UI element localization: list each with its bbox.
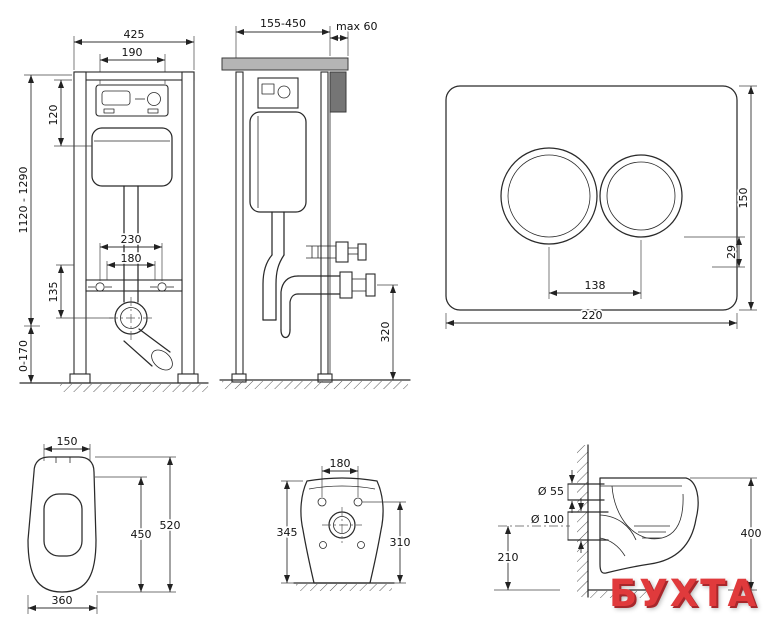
frame-structure-side [231,71,333,383]
frame-structure [69,71,199,384]
dim-bowl-depth: 520 [160,519,181,532]
fixation-bolts [88,282,174,292]
flush-plate-view: 150 29 138 220 [445,85,757,329]
dim-wall-max: max 60 [336,20,377,33]
flush-plate-body [445,85,738,311]
dim-frame-depth-range: 155-450 [260,17,306,30]
floor-side [219,379,411,389]
floor-front [19,382,209,392]
bowl-top-view: 150 450 520 360 [27,433,182,614]
bowl-profile [599,477,699,574]
bowl-top-outline [27,456,97,593]
dim-outlet-height-side: 320 [379,322,392,343]
dim-frame-depth-top: 120 [47,105,60,126]
dim-bowl-width: 360 [52,594,73,607]
inspection-box [95,84,169,117]
dim-frame-width-total: 425 [124,28,145,41]
drain-socket [109,297,173,371]
inlet-pipe [567,483,605,501]
dim-rear-height-right: 310 [390,536,411,549]
bowl-side-view: Ø 55 Ø 100 210 400 [494,444,763,598]
dim-frame-foot-adjust: 0-170 [17,340,30,372]
cistern-front [91,127,173,187]
dim-inlet-diameter: Ø 55 [538,485,564,498]
frame-front-view: 425 190 [15,26,209,392]
dim-frame-bolt-spacing: 230 [121,233,142,246]
floor-installed [587,589,651,598]
dim-outlet-diameter: Ø 100 [531,513,564,526]
dim-side-outlet-height: 210 [498,551,519,564]
mounting-slab [221,57,349,71]
dim-frame-pipe-spacing: 180 [121,252,142,265]
dim-side-total-height: 400 [741,527,762,540]
dim-plate-button-offset: 29 [725,245,738,259]
dim-bowl-front-width: 150 [57,435,78,448]
dim-plate-button-spacing: 138 [585,279,606,292]
waste-pipe [280,271,376,339]
flush-pipe-side [262,211,285,321]
watermark-logo: БУХТА [609,572,759,615]
wall-section [329,71,347,113]
dim-frame-drain-offset: 135 [47,282,60,303]
floor-rear [293,582,395,591]
water-inlet-fitting [306,241,367,263]
frame-side-view: 155-450 max 60 [219,15,411,389]
dim-bowl-inner-depth: 450 [131,528,152,541]
dim-rear-height-left: 345 [277,526,298,539]
dim-plate-width: 220 [582,309,603,322]
bowl-rear-outline [300,477,384,584]
inspection-box-side [257,77,299,109]
dim-frame-height-range: 1120 - 1290 [17,167,30,234]
dim-frame-width-inner: 190 [122,46,143,59]
dim-plate-height: 150 [737,188,750,209]
dim-rear-bolt-spacing: 180 [330,457,351,470]
cistern-side [249,111,307,213]
flush-button-small [599,154,683,238]
flush-button-large [500,147,598,245]
bowl-rear-view: 180 345 310 [275,455,412,591]
wall [577,444,589,598]
